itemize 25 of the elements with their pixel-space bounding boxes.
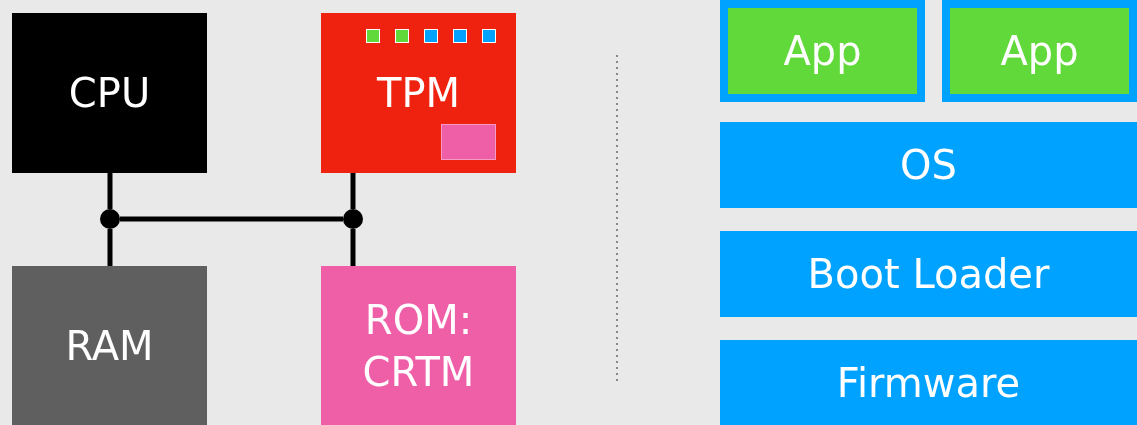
memory-box [321, 266, 516, 425]
app-box [720, 0, 925, 102]
box-label: TPM [376, 69, 461, 118]
box-label: Firmware [836, 358, 1021, 408]
box-label: RAM [65, 321, 154, 371]
bus-line [120, 216, 343, 222]
box-label: OS [900, 141, 957, 190]
box-label: ROM: CRTM [361, 295, 476, 397]
processor-box [12, 13, 207, 173]
memory-box [12, 266, 207, 425]
junction-dot [100, 209, 120, 229]
bus-line [107, 173, 113, 209]
bus-line [350, 173, 356, 209]
junction-dot [343, 209, 363, 229]
layer-box [720, 231, 1137, 317]
module-box [321, 13, 516, 173]
bus-line [350, 229, 356, 266]
box-label: CPU [68, 69, 151, 118]
bus-line [107, 229, 113, 266]
app-box [942, 0, 1137, 102]
box-label: App [1000, 27, 1079, 76]
box-label: App [783, 27, 862, 76]
layer-box [720, 340, 1137, 425]
box-label: Boot Loader [807, 250, 1050, 299]
layer-box [720, 122, 1137, 208]
